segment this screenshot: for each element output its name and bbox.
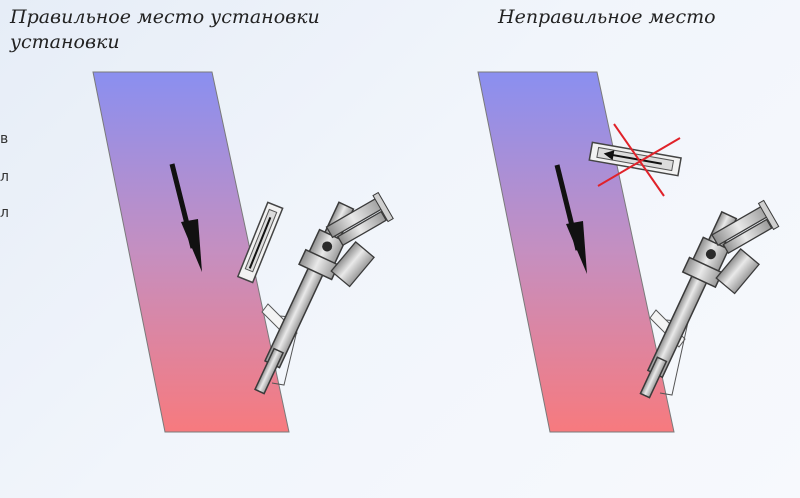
sensor-icon	[254, 191, 394, 395]
incorrect-placement-caption: Неправильное место	[498, 6, 716, 28]
edge-text-fragment-3: л	[0, 205, 9, 221]
flow-probe-icon	[236, 201, 284, 284]
incorrect-installation-panel	[477, 71, 780, 433]
down-arrow-icon	[169, 163, 202, 272]
pipe-left	[92, 71, 290, 433]
down-arrow-icon	[554, 164, 587, 274]
correct-caption-line-1: Правильное место установки	[10, 6, 320, 28]
correct-caption-line-2: установки	[10, 31, 120, 53]
correct-installation-panel	[92, 71, 394, 433]
red-cross-icon	[597, 123, 681, 197]
sensor-icon	[639, 199, 780, 399]
correct-placement-caption: Правильное место установки установки	[10, 5, 350, 55]
pipe-right	[477, 71, 675, 433]
edge-text-fragment-2: л	[0, 169, 9, 185]
edge-text-fragment-1: в	[0, 131, 9, 147]
